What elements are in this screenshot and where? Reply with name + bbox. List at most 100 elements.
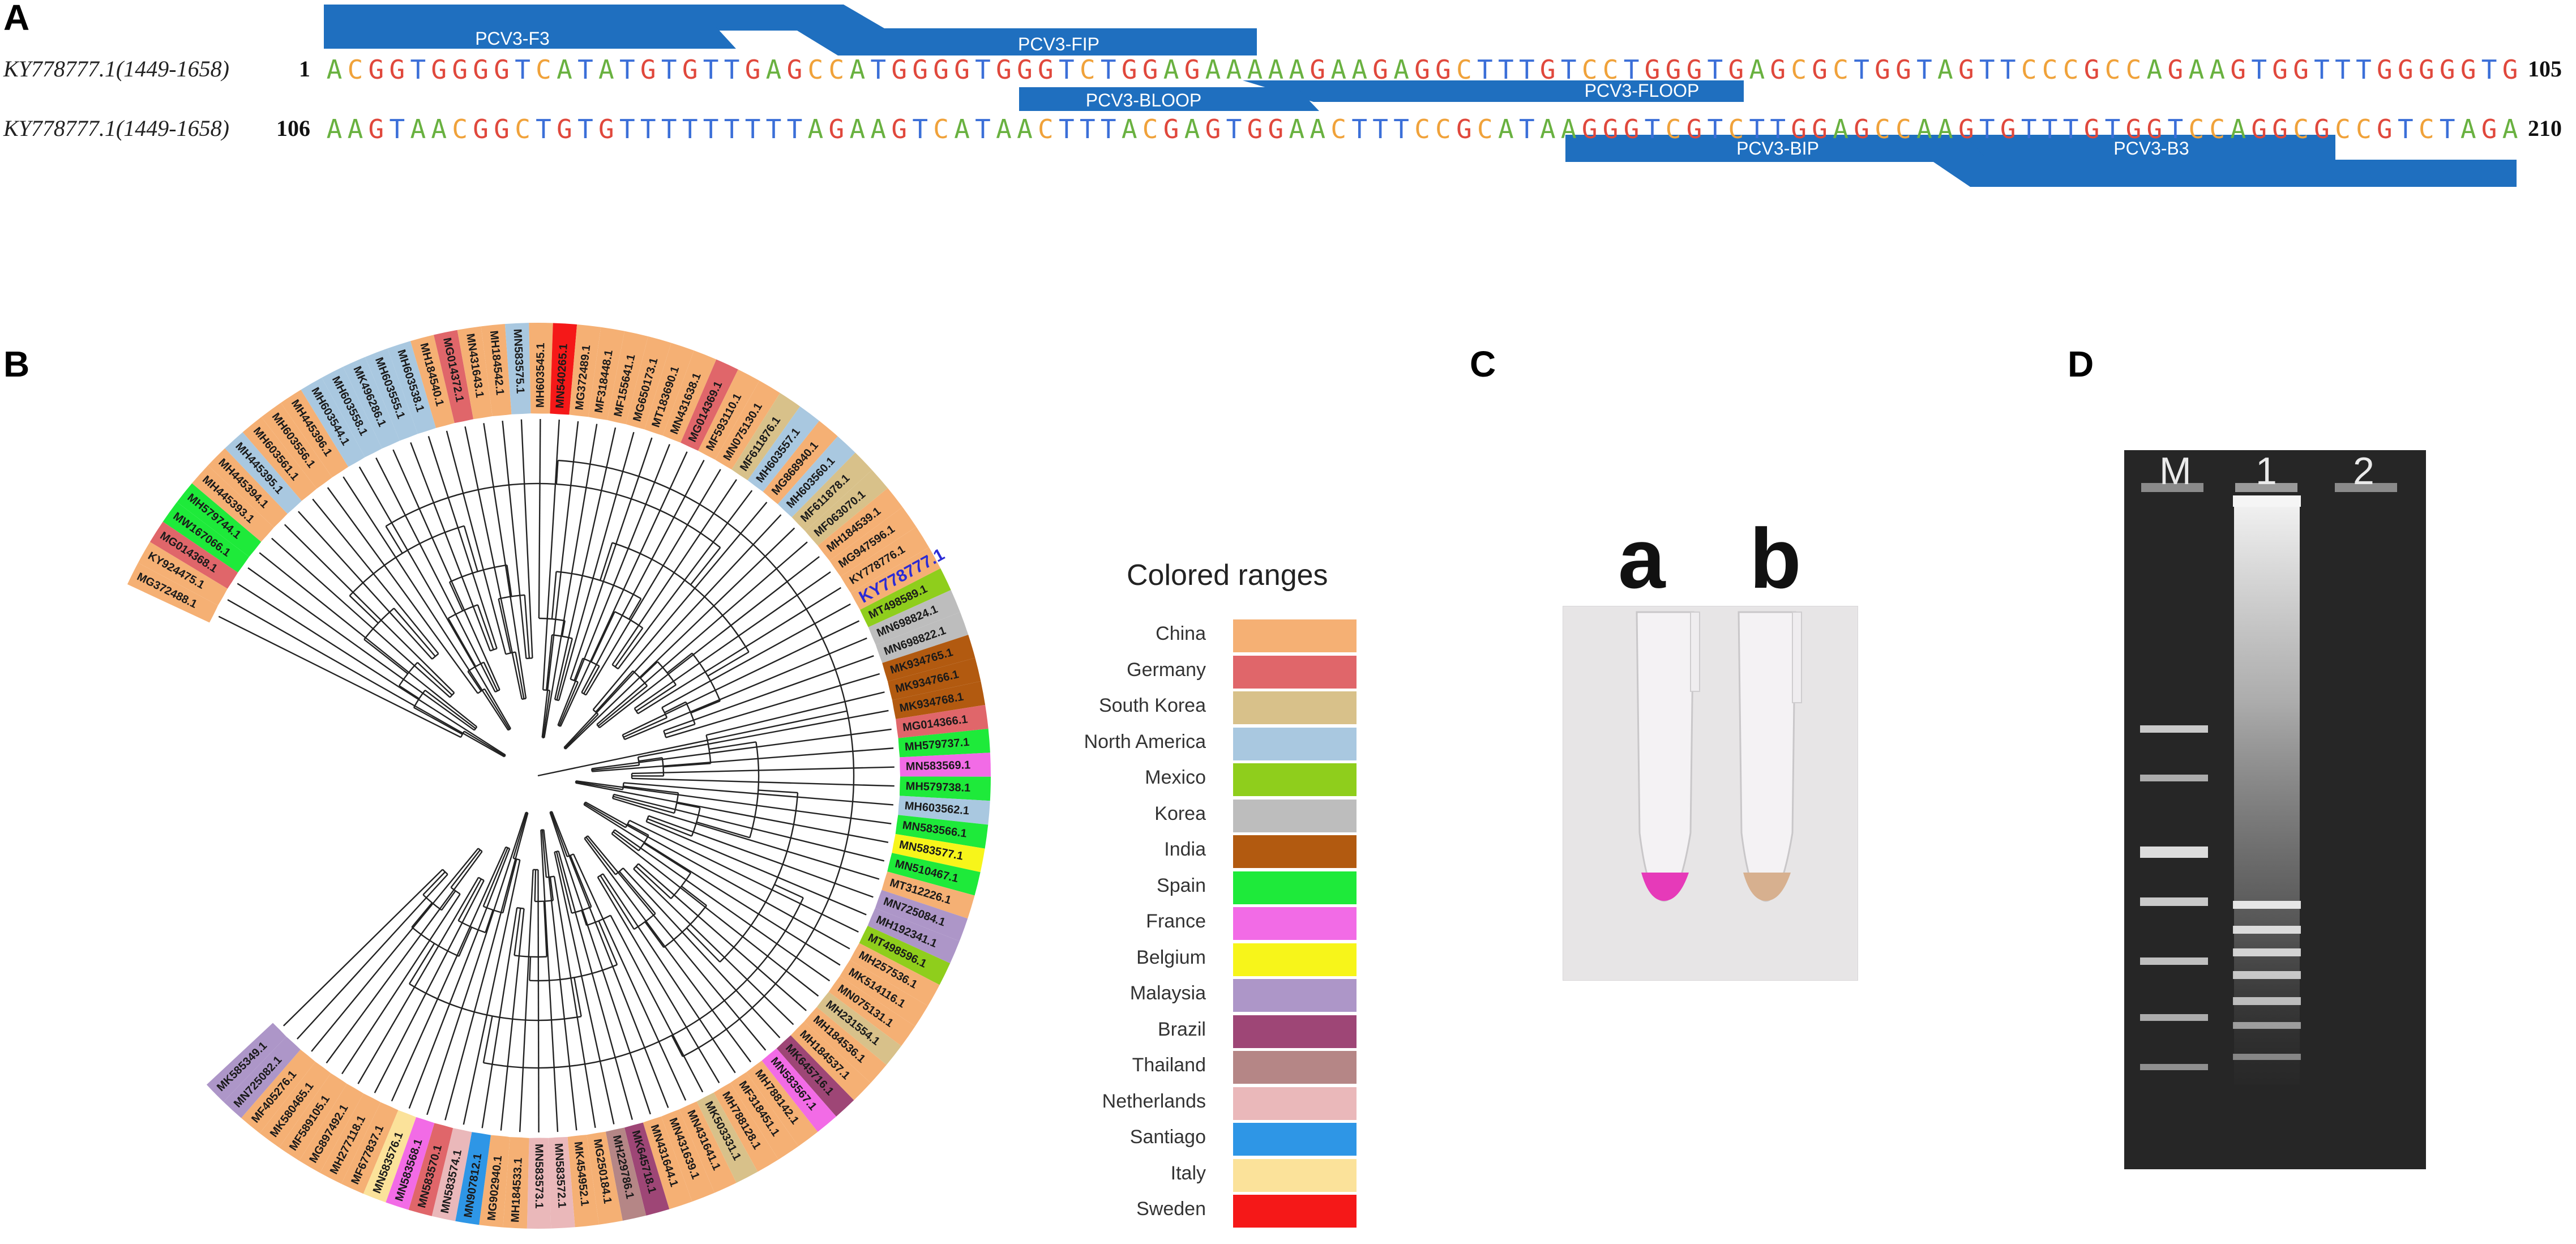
- tree-branch: [502, 420, 527, 659]
- nucleotide: A: [1205, 54, 1221, 85]
- tree-branch: [392, 449, 500, 690]
- clade-color-sector: [223, 1036, 301, 1118]
- nucleotide: C: [1477, 114, 1493, 144]
- nucleotide: T: [1644, 114, 1661, 144]
- clade-color-sector: [569, 324, 601, 417]
- clade-color-sector: [887, 657, 981, 700]
- nucleotide: T: [1916, 54, 1932, 85]
- nucleotide: A: [1393, 54, 1409, 85]
- clade-color-sector: [896, 704, 989, 738]
- nucleotide: T: [1372, 114, 1388, 144]
- nucleotide: T: [1979, 54, 1995, 85]
- tree-branch: [483, 423, 527, 699]
- nucleotide: A: [1833, 114, 1848, 144]
- nucleotide: T: [2042, 114, 2058, 144]
- tree-branch: [483, 897, 804, 1069]
- tree-branch: [549, 877, 554, 901]
- nucleotide: G: [1812, 114, 1828, 144]
- nucleotide: A: [2188, 54, 2205, 85]
- tree-branch: [647, 818, 692, 837]
- clade-color-sector: [503, 1137, 529, 1229]
- tree-branch: [442, 869, 448, 875]
- lane-label-1: 1: [2256, 450, 2277, 493]
- tree-branch: [634, 913, 656, 930]
- clade-color-sector: [410, 335, 455, 428]
- tree-branch: [706, 691, 885, 736]
- tree-branch: [598, 920, 618, 965]
- tree-branch: [602, 873, 736, 1074]
- tree-branch: [411, 902, 433, 928]
- clade-color-sector: [365, 348, 418, 441]
- nucleotide: G: [1121, 54, 1137, 85]
- tree-branch: [417, 662, 453, 696]
- clade-color-sector: [763, 421, 838, 505]
- nucleotide: A: [2230, 114, 2246, 144]
- tree-branch: [408, 943, 435, 985]
- tree-branch: [524, 595, 530, 659]
- nucleotide: A: [326, 114, 343, 144]
- well-2: [2335, 483, 2397, 492]
- tree-branch: [624, 637, 867, 741]
- nucleotide: A: [1330, 54, 1347, 85]
- tree-branch: [326, 850, 483, 1064]
- nucleotide: A: [1310, 114, 1326, 144]
- tree-branch: [410, 442, 491, 651]
- clade-color-sector: [679, 1101, 737, 1193]
- tree-branch: [477, 848, 483, 852]
- tree-branch: [691, 807, 701, 837]
- legend-swatch: [1233, 907, 1357, 940]
- nucleotide: C: [933, 114, 949, 144]
- tree-branch: [485, 909, 494, 933]
- nucleotide: A: [1121, 114, 1137, 144]
- clade-color-sector: [241, 1049, 316, 1134]
- clade-color-sector: [746, 1061, 818, 1147]
- legend-label: China: [1156, 623, 1206, 644]
- tree-branch: [629, 819, 859, 933]
- nucleotide: T: [1100, 114, 1116, 144]
- clade-color-sector: [840, 960, 928, 1027]
- nucleotide: A: [870, 114, 887, 144]
- tree-branch: [622, 734, 626, 740]
- tree-branch: [512, 812, 528, 859]
- nucleotide: G: [1665, 54, 1681, 85]
- clade-color-sector: [455, 1132, 491, 1225]
- clade-color-sector: [162, 502, 249, 572]
- primer-arrow-bloop: [1019, 87, 1319, 111]
- tree-branch: [450, 849, 481, 888]
- tree-branch: [611, 829, 615, 835]
- tree-branch: [561, 620, 566, 636]
- clade-color-sector: [731, 393, 801, 481]
- tree-branch: [515, 652, 525, 699]
- nucleotide: T: [1058, 54, 1075, 85]
- tree-branch: [749, 742, 760, 838]
- tree-branch: [611, 833, 819, 997]
- tree-branch: [664, 701, 686, 713]
- legend-swatch: [1233, 763, 1357, 796]
- tree-branch: [529, 964, 618, 982]
- clade-color-sector: [859, 925, 951, 985]
- tree-branch: [582, 657, 600, 667]
- legend-row: China: [1110, 617, 1359, 652]
- clade-color-sector: [892, 681, 986, 719]
- legend-swatch: [1233, 835, 1357, 868]
- clade-color-sector: [177, 483, 262, 557]
- agarose-gel: M 1 2: [2124, 450, 2426, 1169]
- nucleotide: G: [2397, 54, 2414, 85]
- legend-label: Spain: [1157, 874, 1206, 896]
- clade-color-sector: [343, 357, 400, 449]
- lane-label-2: 2: [2353, 450, 2374, 493]
- clade-color-sector: [850, 943, 940, 1006]
- nucleotide: G: [1770, 54, 1786, 85]
- clade-color-sector: [840, 527, 929, 593]
- tree-branch: [597, 873, 604, 878]
- tree-branch: [483, 662, 498, 691]
- nucleotide: T: [912, 114, 928, 144]
- nucleotide: C: [2335, 114, 2351, 144]
- nucleotide: G: [744, 54, 761, 85]
- primer-arrow-b3: [1965, 135, 2335, 160]
- nucleotide: A: [849, 114, 866, 144]
- nucleotide: G: [494, 54, 510, 85]
- clade-color-sector: [127, 562, 219, 623]
- sequence-label: KY778777.1(1449-1658): [3, 116, 229, 141]
- nucleotide: T: [724, 54, 740, 85]
